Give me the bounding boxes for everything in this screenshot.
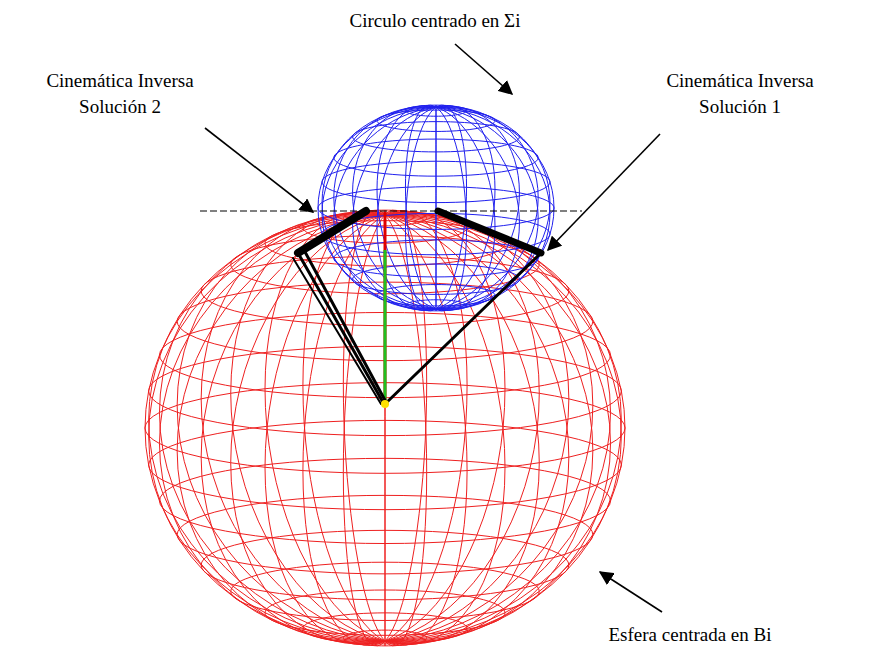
leader-arrow <box>548 134 660 250</box>
wireframe-line <box>303 215 385 646</box>
wireframe-line <box>385 210 386 641</box>
wireframe-line <box>265 215 385 645</box>
wireframe-line <box>436 107 519 310</box>
leader-arrow <box>455 44 512 94</box>
workspace-sphere <box>145 210 625 646</box>
wireframe-line <box>436 107 538 309</box>
reference-line <box>200 211 582 212</box>
robot-link <box>293 258 381 404</box>
wireframe-line <box>201 215 385 643</box>
wireframe-line <box>265 211 385 641</box>
wireframe-line <box>343 215 385 646</box>
wireframe-line <box>436 106 495 309</box>
callout-label: Esfera centrada en Bi <box>540 622 840 648</box>
linkage-group <box>293 211 541 404</box>
leader-arrow <box>205 128 313 212</box>
wireframe-line <box>385 214 593 642</box>
wireframe-line <box>177 214 385 642</box>
leader-arrow <box>600 572 662 612</box>
label-holder: Circulo centrado en Σi <box>275 8 595 34</box>
wireframe-line <box>436 105 467 309</box>
robot-link <box>298 211 366 253</box>
wireframe-line <box>385 215 593 643</box>
vertical-axis <box>384 250 387 404</box>
callout-label: Circulo centrado en Σi <box>275 8 595 34</box>
reach-sphere <box>318 105 554 311</box>
robot-link <box>298 253 384 404</box>
callout-label: Cinemática Inversa Solución 1 <box>650 68 830 119</box>
wireframe-line <box>231 215 385 644</box>
base-joint <box>381 400 389 408</box>
wireframe-line <box>436 105 437 309</box>
wireframe-line <box>385 213 569 641</box>
callout-label: Cinemática Inversa Solución 2 <box>30 68 210 119</box>
vertical-axis <box>384 212 387 404</box>
wireframe-line <box>436 106 519 309</box>
wireframe-line <box>405 107 436 311</box>
wireframe-line <box>385 215 505 645</box>
label-holder: Esfera centrada en Bi <box>540 622 840 648</box>
label-holder: Cinemática Inversa Solución 2 <box>30 68 210 119</box>
wireframe-line <box>177 215 385 643</box>
robot-link <box>304 250 387 404</box>
label-holder: Cinemática Inversa Solución 1 <box>650 68 830 119</box>
robot-link <box>438 211 541 253</box>
robot-link <box>385 253 541 404</box>
